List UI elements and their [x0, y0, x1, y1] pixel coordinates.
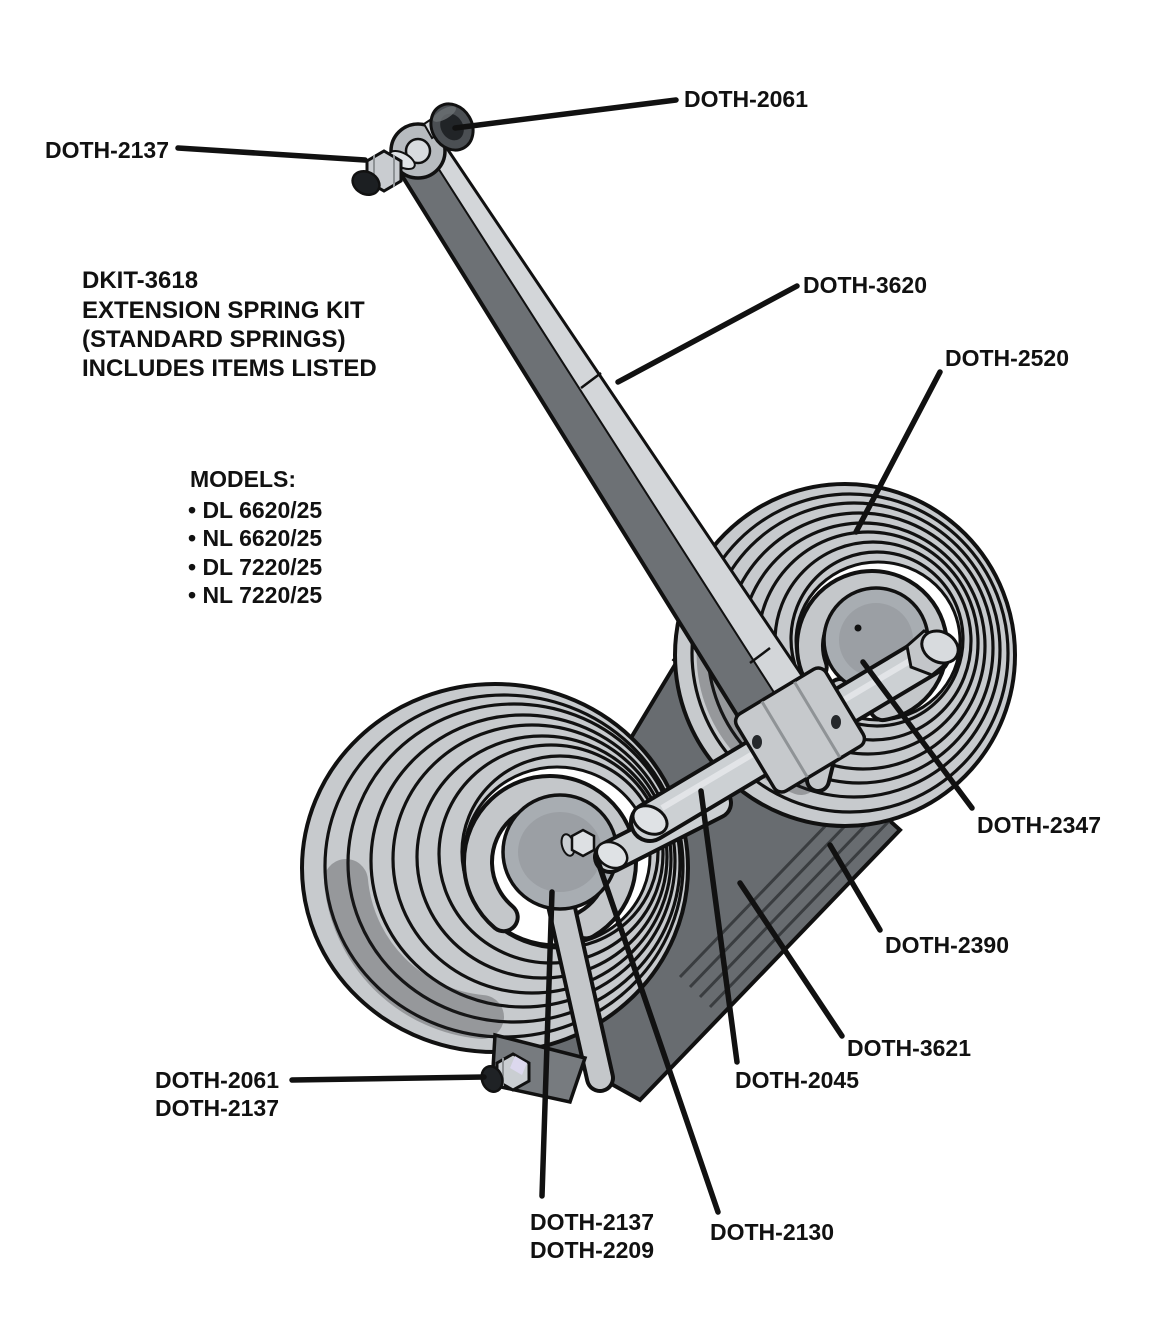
leader-hub-bolt	[539, 889, 555, 1199]
arm-seam-lower	[749, 647, 771, 664]
label-top-bushing: DOTH-2061	[684, 86, 808, 112]
hub-bolt	[560, 828, 596, 858]
label-clevis-mount: DOTH-2390	[885, 932, 1009, 958]
leader-top-bushing	[452, 97, 679, 131]
top-bushing	[422, 102, 475, 152]
label-bracket: DOTH-3621	[847, 1035, 971, 1061]
bottom-nut	[480, 1052, 531, 1093]
models-heading: MODELS:	[190, 466, 296, 492]
kit-note-line2: EXTENSION SPRING KIT	[82, 297, 365, 324]
shaft-tip-cap	[920, 629, 960, 665]
leader-lines	[175, 97, 975, 1215]
left-spring-coils	[323, 693, 685, 1039]
right-spring-hub-dot	[854, 624, 862, 632]
label-bottom-nut-b: DOTH-2137	[155, 1095, 279, 1121]
label-hub-bolt-b: DOTH-2209	[530, 1237, 654, 1263]
leader-top-pin-nut	[175, 145, 368, 163]
kit-note-line3: (STANDARD SPRINGS)	[82, 326, 346, 353]
top-pin-nut	[351, 149, 416, 196]
arm	[393, 133, 829, 755]
arm-seam-upper	[580, 372, 602, 389]
leader-bracket	[737, 880, 845, 1039]
label-hub-pin: DOTH-2130	[710, 1219, 834, 1245]
models-item-1: • DL 6620/25	[188, 497, 322, 523]
models-item-3: • DL 7220/25	[188, 554, 322, 580]
models-list: MODELS: • DL 6620/25 • NL 6620/25 • DL 7…	[188, 466, 322, 608]
kit-note-line1: DKIT-3618	[82, 267, 198, 294]
leader-bottom-nut	[289, 1074, 487, 1083]
kit-note-line4: INCLUDES ITEMS LISTED	[82, 355, 377, 382]
left-spring-inner-turn	[466, 778, 634, 937]
models-item-4: • NL 7220/25	[188, 582, 322, 608]
leader-hub-pin	[593, 853, 721, 1215]
leader-arm	[615, 283, 800, 385]
label-hub-bolt-a: DOTH-2137	[530, 1209, 654, 1235]
clevis-collar	[733, 666, 867, 794]
part-callouts: DOTH-2061 DOTH-2137 DOTH-3620 DOTH-2520 …	[45, 86, 1101, 1263]
kit-note: DKIT-3618 EXTENSION SPRING KIT (STANDARD…	[82, 267, 377, 382]
label-arm: DOTH-3620	[803, 272, 927, 298]
label-cross-shaft: DOTH-2347	[977, 812, 1101, 838]
leader-clevis-mount	[827, 842, 883, 933]
label-top-pin-nut: DOTH-2137	[45, 137, 169, 163]
leader-cross-shaft	[860, 659, 975, 811]
clevis-pin-right	[831, 715, 841, 729]
label-bottom-nut-a: DOTH-2061	[155, 1067, 279, 1093]
left-spring-leg	[545, 885, 615, 1093]
label-right-spring: DOTH-2520	[945, 345, 1069, 371]
models-item-2: • NL 6620/25	[188, 525, 322, 551]
left-spring-shading	[324, 859, 504, 1039]
shaft-left-cap	[631, 804, 669, 836]
leader-right-spring	[853, 369, 943, 535]
label-anchor: DOTH-2045	[735, 1067, 859, 1093]
leader-anchor	[698, 788, 740, 1065]
clevis-pin-left	[752, 735, 762, 749]
